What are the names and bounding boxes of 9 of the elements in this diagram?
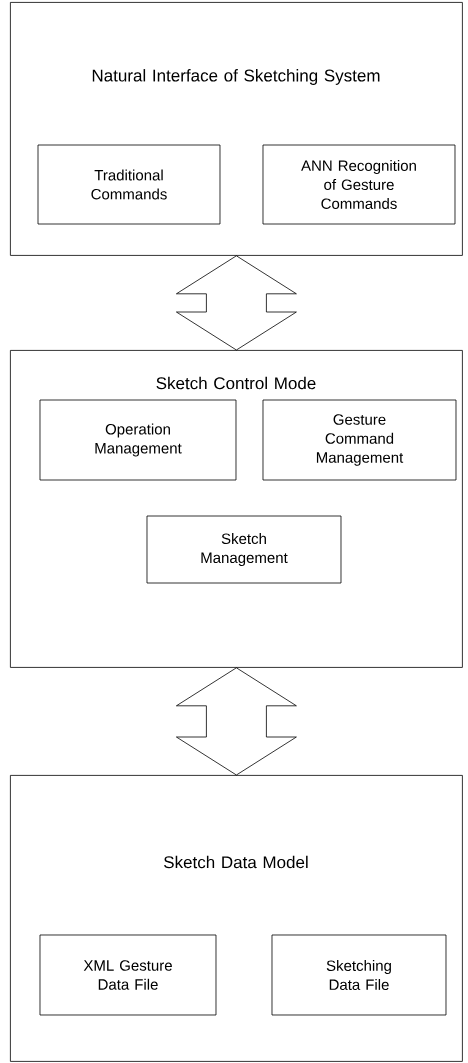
process-box: ANN Recognition of Gesture Commands <box>262 144 456 225</box>
process-box: Sketch Management <box>146 515 342 584</box>
process-box: Sketching Data File <box>271 934 447 1016</box>
double-arrow <box>176 255 297 351</box>
double-arrow <box>176 667 297 776</box>
process-box: Traditional Commands <box>37 144 221 225</box>
process-box: Gesture Command Management <box>262 399 457 481</box>
process-box: XML Gesture Data File <box>39 934 217 1016</box>
process-box: Operation Management <box>39 399 237 481</box>
